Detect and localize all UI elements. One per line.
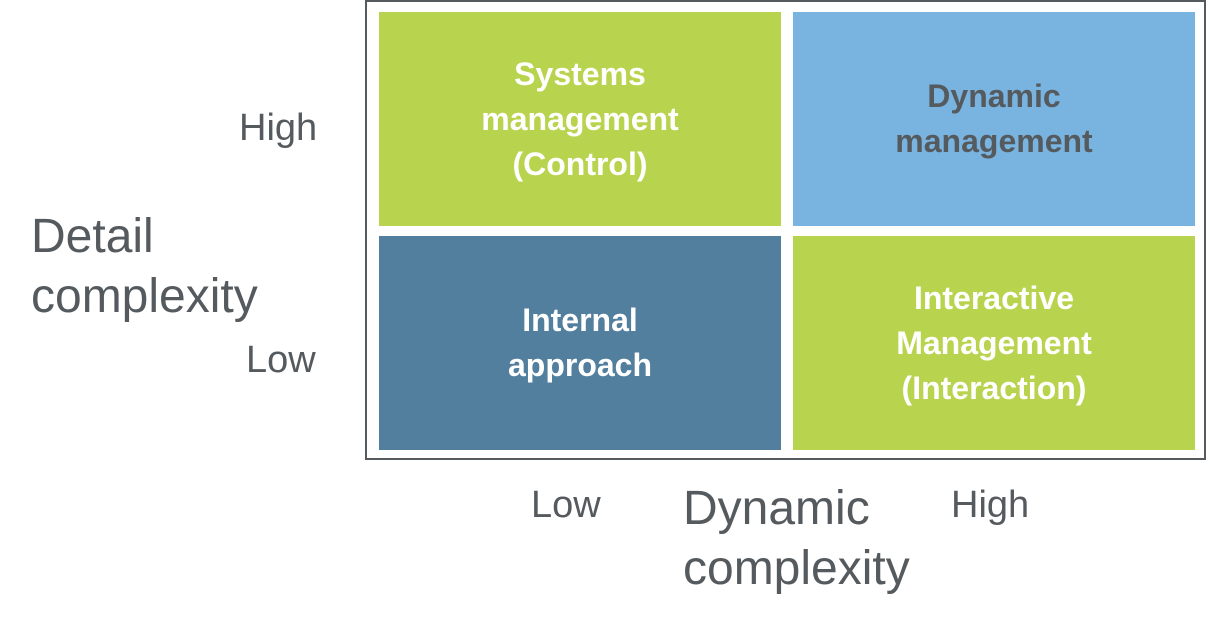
quadrant-label: Systems management (Control) [481,55,679,182]
quadrant-label: Interactive Management (Interaction) [896,279,1092,406]
x-axis-label: Dynamic complexity [683,482,910,595]
y-axis-label: Detail complexity [31,210,258,323]
quadrant-systems-management: Systems management (Control) [379,12,781,226]
x-axis-low-tick: Low [531,484,601,526]
y-axis-low-tick: Low [246,339,316,381]
quadrant-internal-approach: Internal approach [379,236,781,450]
y-axis-high-tick: High [239,107,318,149]
x-axis-high-tick: High [951,484,1030,526]
quadrant-dynamic-management: Dynamic management [793,12,1195,226]
quadrant-label: Internal approach [507,302,653,383]
quadrant-interactive-management: Interactive Management (Interaction) [793,236,1195,450]
quadrant-label: Dynamic management [895,78,1093,159]
